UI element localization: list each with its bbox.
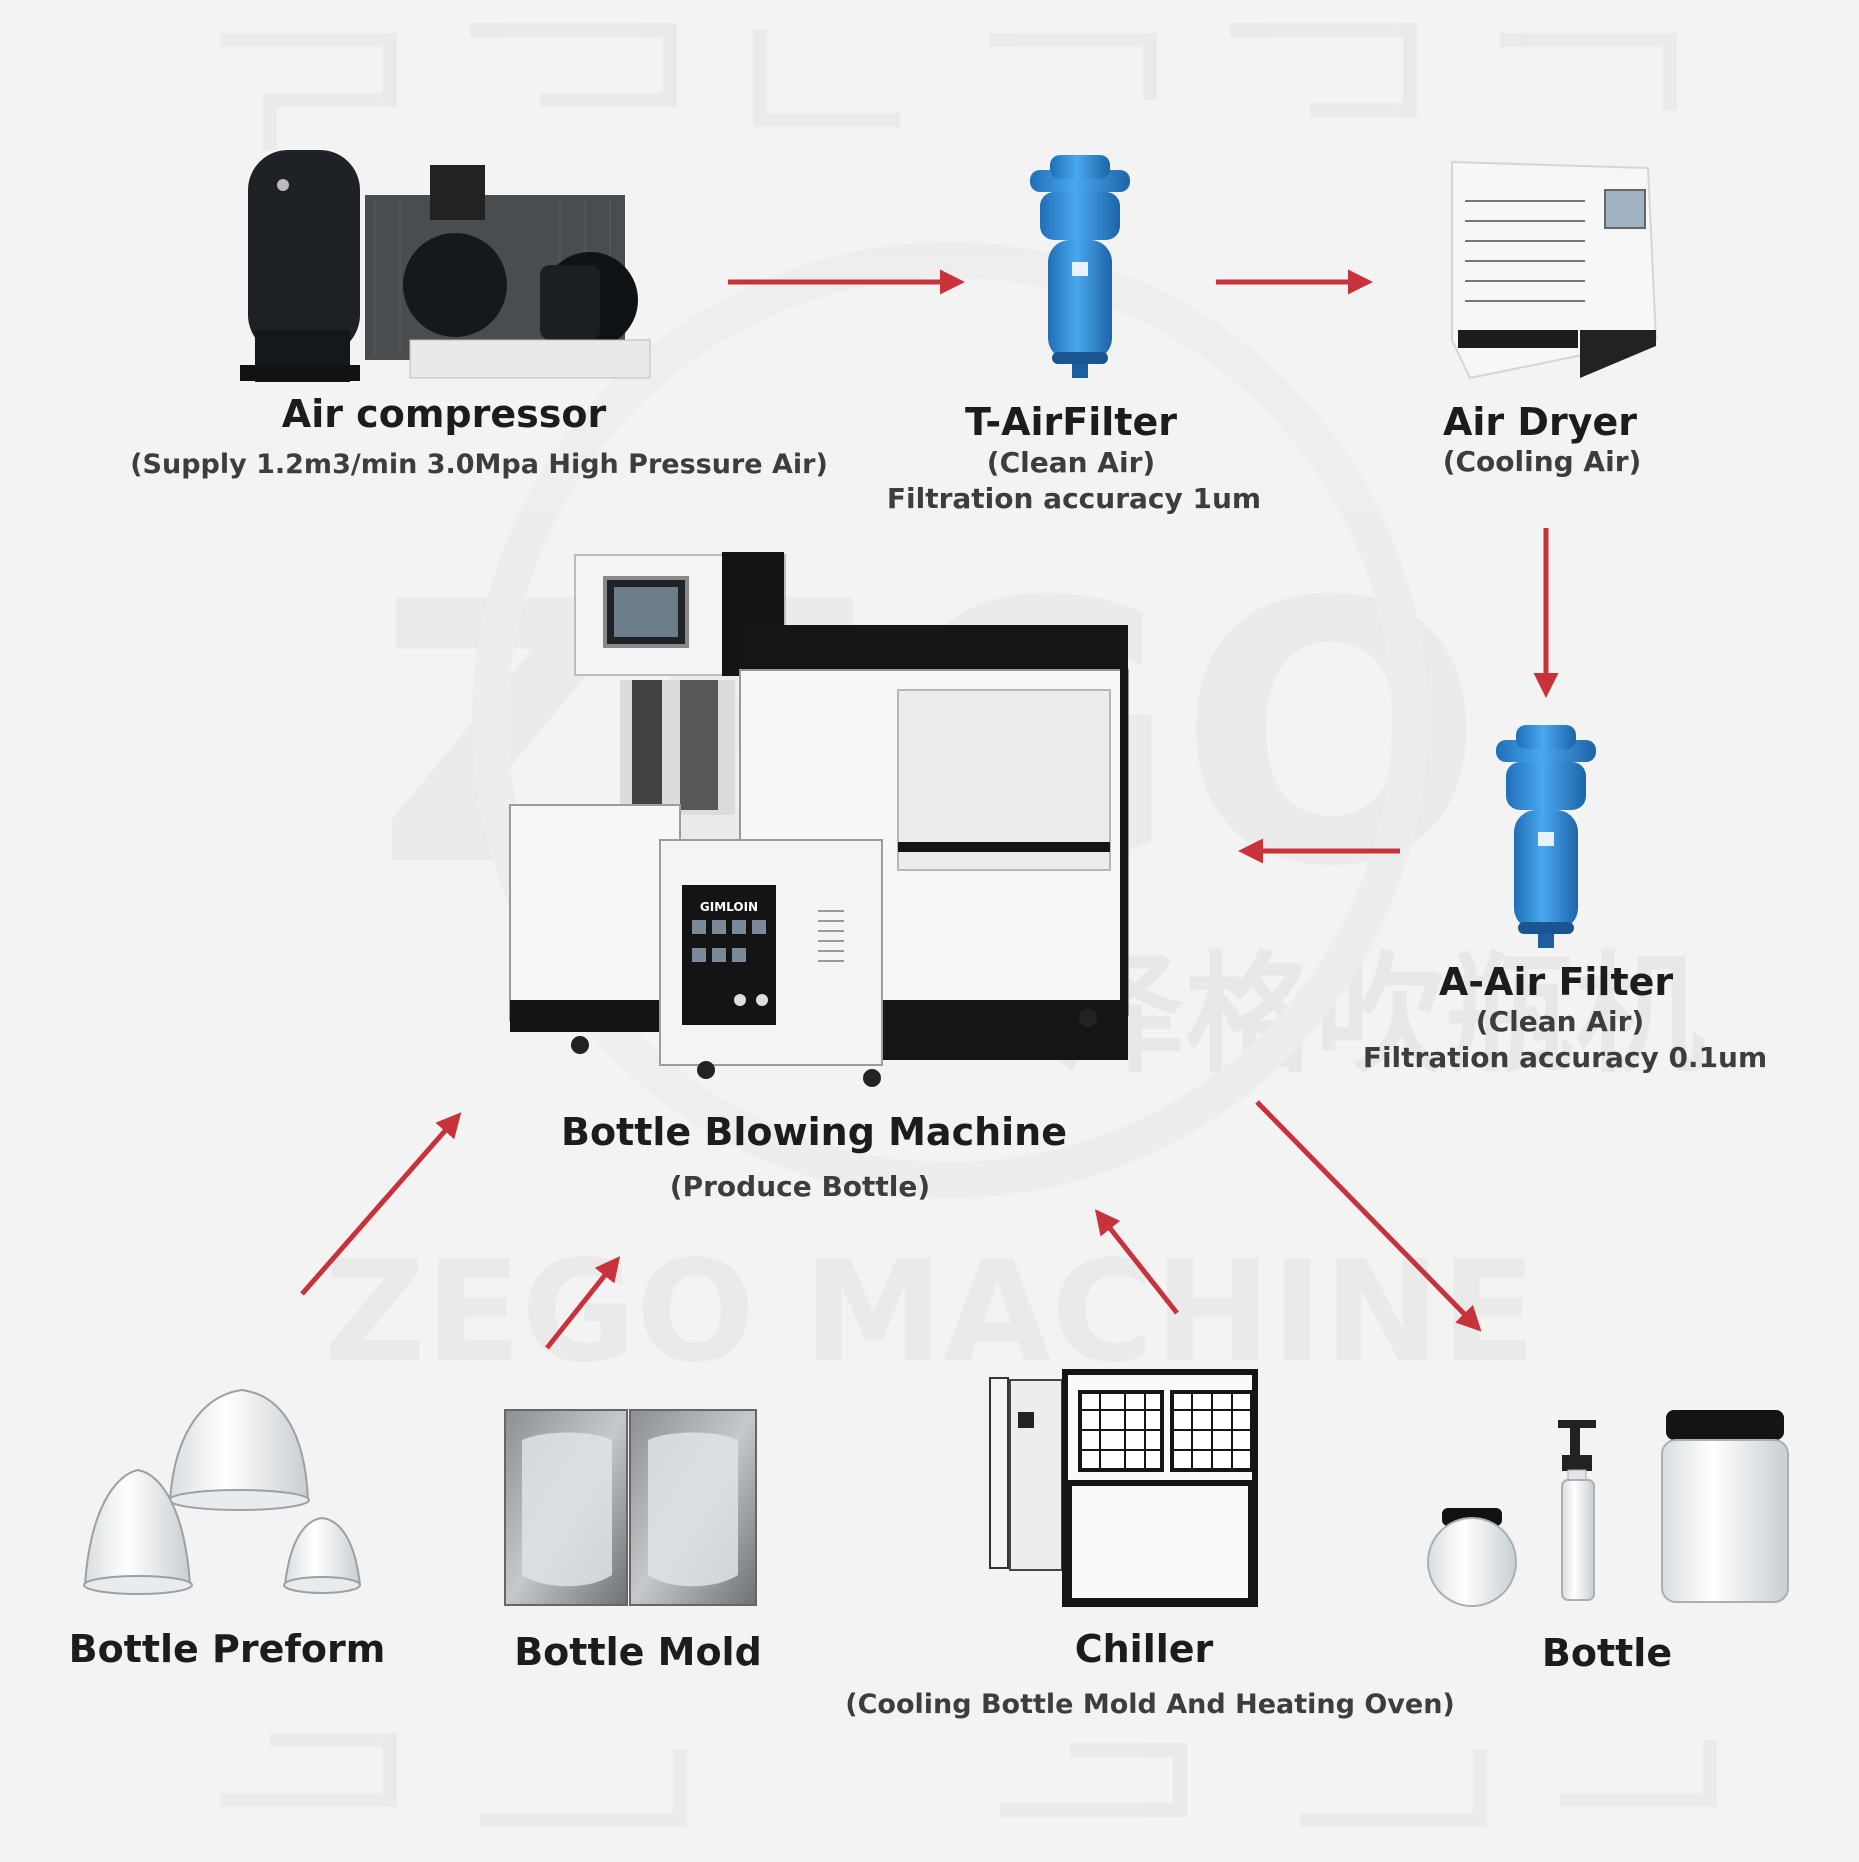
air-compressor-icon — [240, 150, 651, 382]
t-air-filter-icon — [1030, 155, 1130, 378]
bottle-blowing-machine-title: Bottle Blowing Machine — [561, 1110, 1067, 1154]
arrow-machine-to-bottle — [1255, 1100, 1482, 1332]
arrow-preform-to-machine — [300, 1112, 462, 1296]
bottle-blowing-machine-subtitle: (Produce Bottle) — [670, 1170, 930, 1203]
watermark-brand: ZEGO MACHINE — [324, 1231, 1536, 1394]
machine-panel-brand: GIMLOIN — [700, 900, 758, 914]
bottle-icon — [1427, 1410, 1789, 1607]
bottle-preform-title: Bottle Preform — [69, 1627, 386, 1671]
a-air-filter-subtitle: (Clean Air) — [1476, 1005, 1644, 1038]
watermark-cn-text: 泽格吹瓶机 — [1055, 939, 1705, 1091]
preform-icon — [83, 1388, 362, 1595]
air-dryer-title: Air Dryer — [1443, 400, 1637, 444]
air-dryer-subtitle: (Cooling Air) — [1443, 445, 1642, 478]
a-air-filter-title: A-Air Filter — [1439, 960, 1674, 1004]
air-dryer-icon — [1451, 160, 1658, 380]
air-compressor-subtitle: (Supply 1.2m3/min 3.0Mpa High Pressure A… — [130, 449, 828, 480]
flow-arrows — [300, 269, 1559, 1350]
arrow-mold-to-machine — [545, 1256, 621, 1350]
chiller-title: Chiller — [1075, 1627, 1214, 1671]
mold-icon — [504, 1409, 757, 1606]
bottle-title: Bottle — [1542, 1631, 1672, 1675]
t-air-filter-detail: Filtration accuracy 1um — [887, 482, 1261, 515]
chiller-icon — [989, 1369, 1258, 1607]
t-air-filter-title: T-AirFilter — [965, 400, 1177, 444]
a-air-filter-icon — [1496, 725, 1596, 948]
chiller-subtitle: (Cooling Bottle Mold And Heating Oven) — [845, 1689, 1455, 1720]
blowing-machine-icon: GIMLOIN — [509, 552, 1129, 1087]
air-compressor-title: Air compressor — [282, 392, 607, 436]
a-air-filter-detail: Filtration accuracy 0.1um — [1363, 1041, 1767, 1074]
arrow-chiller-to-machine — [1094, 1209, 1179, 1315]
bottle-mold-title: Bottle Mold — [514, 1630, 762, 1674]
t-air-filter-subtitle: (Clean Air) — [987, 446, 1155, 479]
